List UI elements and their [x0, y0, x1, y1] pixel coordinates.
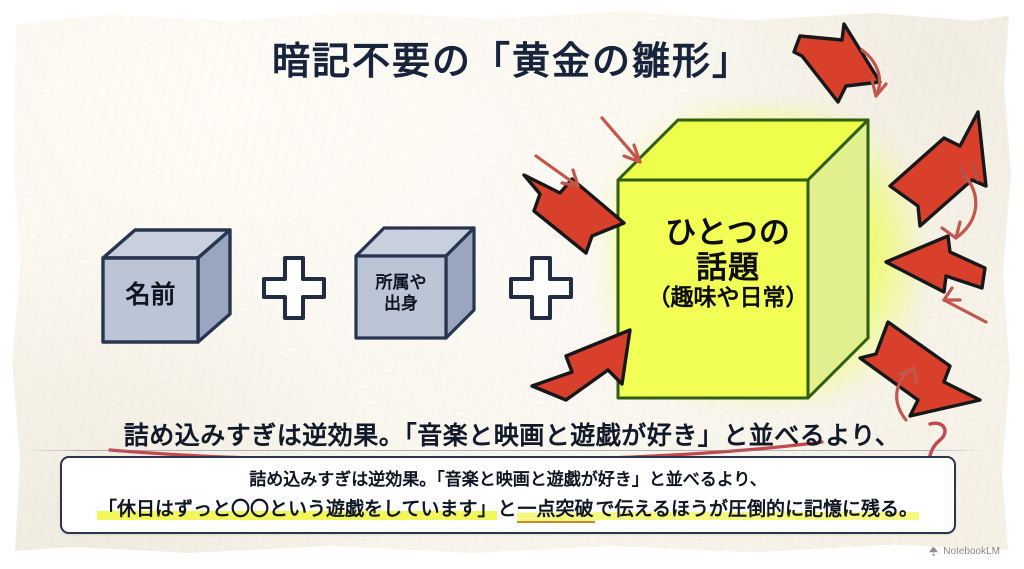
- notebooklm-label: NotebookLM: [943, 546, 1000, 557]
- summary-box: 詰め込みすぎは逆効果。「音楽と映画と遊戯が好き」と並べるより、 「休日はずっと〇…: [60, 456, 956, 534]
- caption-divider: [24, 450, 986, 451]
- summary-line-2: 「休日はずっと〇〇という遊戯をしています」と一点突破で伝えるほうが圧倒的に記憶に…: [62, 494, 954, 523]
- summary-emphasis: 一点突破: [516, 499, 595, 523]
- summary-line-1: 詰め込みすぎは逆効果。「音楽と映画と遊戯が好き」と並べるより、: [249, 470, 767, 489]
- summary-tail: で伝えるほうが圧倒的に記憶に残る。: [594, 499, 919, 520]
- summary-quote: 「休日はずっと〇〇という遊戯をしています」: [97, 499, 498, 520]
- notebooklm-logo-icon: [928, 546, 939, 557]
- page-title: 暗記不要の「黄金の雛形」: [271, 41, 752, 83]
- caption-bold-line: 詰め込みすぎは逆効果。「音楽と映画と遊戯が好き」と並べるより、: [123, 422, 901, 450]
- plus-icon-1: [258, 252, 330, 329]
- summary-connector: と: [497, 499, 517, 520]
- notebooklm-watermark: NotebookLM: [928, 546, 1000, 557]
- plus-icon-2: [505, 252, 577, 329]
